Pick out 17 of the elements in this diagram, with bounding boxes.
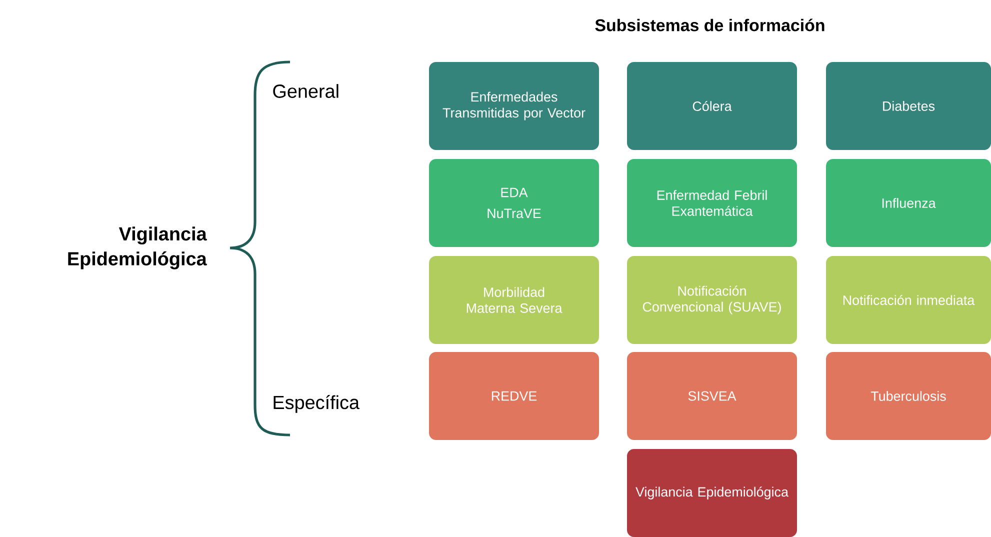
category-box: Enfermedades Transmitidas por Vector	[429, 62, 599, 150]
category-box: Cólera	[627, 62, 797, 150]
title: Subsistemas de información	[595, 18, 824, 32]
category-box: REDVE	[429, 352, 599, 440]
category-box: EDA NuTraVE	[429, 159, 599, 247]
category-box: Tuberculosis	[826, 352, 991, 440]
main-label: Vigilancia Epidemiológica	[68, 226, 207, 270]
category-box: Morbilidad Materna Severa	[429, 256, 599, 344]
level-label: Específica	[274, 395, 360, 413]
category-box: Diabetes	[826, 62, 991, 150]
category-box: Notificación inmediata	[826, 256, 991, 344]
category-box: SISVEA	[627, 352, 797, 440]
category-box: Vigilancia Epidemiológica	[627, 449, 797, 537]
category-box: Notificación Convencional (SUAVE)	[627, 256, 797, 344]
category-box: Enfermedad Febril Exantemática	[627, 159, 797, 247]
level-label: General	[273, 84, 338, 98]
category-box: Influenza	[826, 159, 991, 247]
